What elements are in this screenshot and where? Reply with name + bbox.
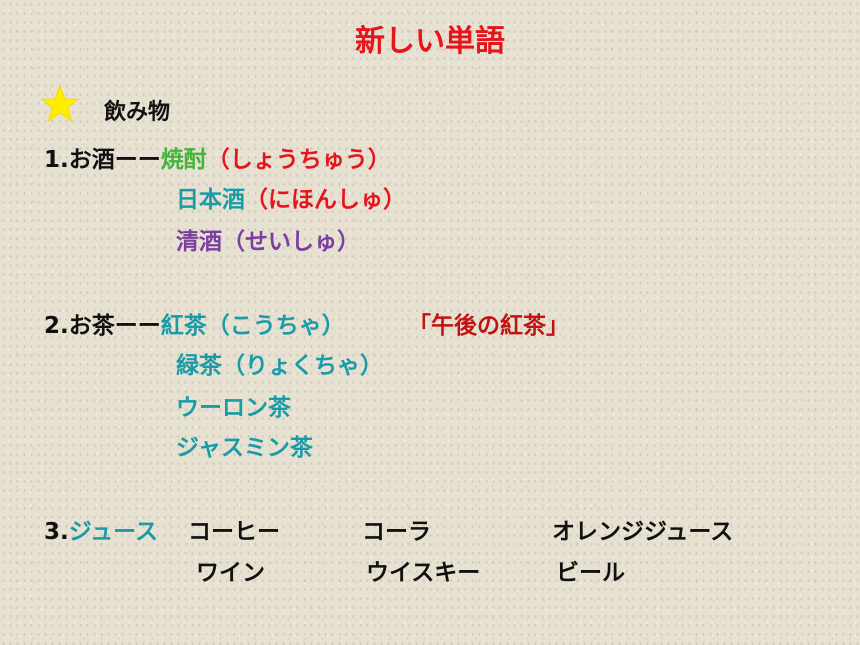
tea-line: 2.お茶ーー紅茶（こうちゃ） [44, 306, 345, 340]
star-icon [40, 84, 80, 123]
tea-heading: お茶 [68, 313, 115, 339]
ryokucha-reading: （りょくちゃ） [222, 353, 383, 379]
brand-name: 「午後の紅茶」 [408, 313, 569, 339]
sake-dash: ーー [114, 147, 161, 173]
section-heading: 飲み物 [104, 100, 171, 125]
shochu-reading: （しょうちゅう） [206, 147, 391, 173]
juice-heading: ジュース [68, 519, 158, 545]
drink-wine: ワイン [196, 560, 265, 586]
sake-heading: お酒 [68, 147, 115, 173]
ryokucha-kanji: 緑茶 [176, 353, 222, 379]
drink-beer: ビール [556, 560, 625, 586]
kocha-kanji: 紅茶 [160, 313, 207, 339]
juice-number: 3. [44, 519, 69, 545]
drink-whisky: ウイスキー [366, 560, 481, 586]
jasmine-tea: ジャスミン茶 [176, 435, 313, 461]
page-title: 新しい単語 [355, 24, 505, 59]
juice-line: 3.ジュース [44, 512, 158, 546]
nihonshu-reading: （にほんしゅ） [245, 187, 406, 213]
nihonshu-kanji: 日本酒 [176, 187, 245, 213]
shochu-kanji: 焼酎 [160, 147, 207, 173]
tea-number: 2. [44, 313, 69, 339]
oolong-tea: ウーロン茶 [176, 395, 291, 421]
seishu-line: 清酒（せいしゅ） [176, 222, 360, 256]
nihonshu-line: 日本酒（にほんしゅ） [176, 180, 406, 214]
kocha-reading: （こうちゃ） [206, 313, 345, 339]
drink-coffee: コーヒー [188, 519, 280, 545]
tea-dash: ーー [114, 313, 161, 339]
seishu-reading: （せいしゅ） [222, 229, 360, 255]
sake-number: 1. [44, 147, 69, 173]
sake-line: 1.お酒ーー焼酎（しょうちゅう） [44, 140, 391, 174]
drink-orange-juice: オレンジジュース [552, 519, 734, 545]
seishu-kanji: 清酒 [176, 229, 222, 255]
ryokucha-line: 緑茶（りょくちゃ） [176, 346, 383, 380]
drink-cola: コーラ [362, 519, 431, 545]
